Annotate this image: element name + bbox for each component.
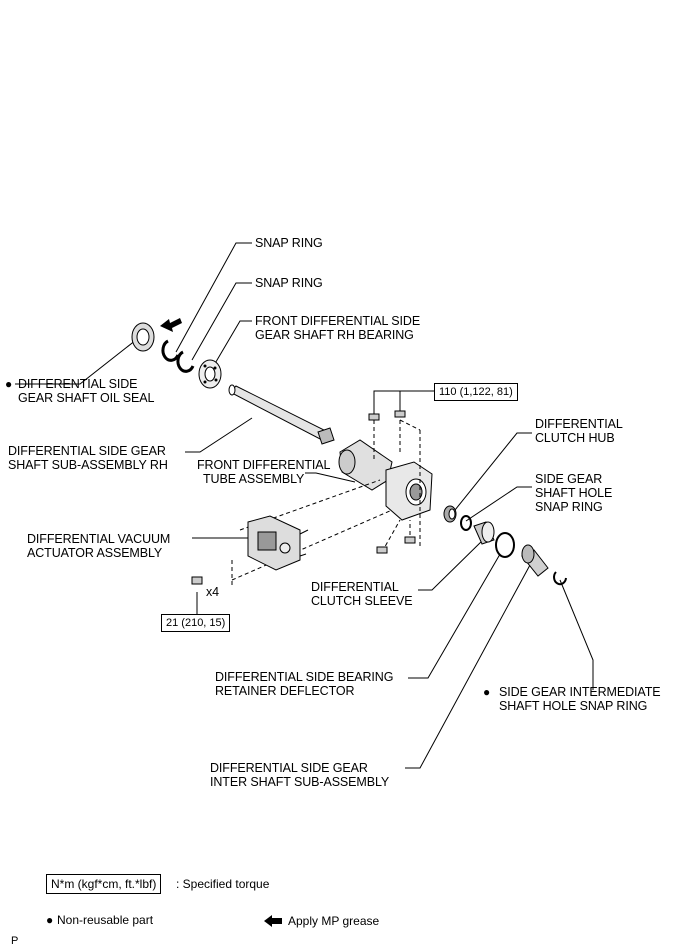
label-inter-shaft-1: DIFFERENTIAL SIDE GEAR — [210, 761, 368, 775]
label-inter-snap-1: SIDE GEAR INTERMEDIATE — [499, 685, 661, 699]
label-oil-seal-2: GEAR SHAFT OIL SEAL — [18, 391, 155, 405]
actuator-bolt-part — [191, 576, 203, 585]
label-shaft-1: DIFFERENTIAL SIDE GEAR — [8, 444, 166, 458]
label-tube-1: FRONT DIFFERENTIAL — [197, 458, 331, 472]
label-inter-snap-2: SHAFT HOLE SNAP RING — [499, 699, 648, 713]
label-tube-2: TUBE ASSEMBLY — [203, 472, 305, 486]
label-snap-ring-2: SNAP RING — [255, 276, 323, 290]
label-hole-snap-2: SHAFT HOLE — [535, 486, 613, 500]
inter-snap-ring-part — [553, 571, 567, 586]
actuator-part — [247, 515, 309, 571]
snap-ring-1-part — [161, 339, 180, 362]
legend-grease-arrow-icon — [264, 915, 282, 927]
label-actuator-2: ACTUATOR ASSEMBLY — [27, 546, 163, 560]
label-sleeve-2: CLUTCH SLEEVE — [311, 594, 413, 608]
torque-actuator-bolts: 21 (210, 15) — [161, 614, 231, 632]
deflector-part — [495, 532, 515, 558]
legend-non-reusable: Non-reusable part — [57, 913, 154, 927]
label-inter-shaft-2: INTER SHAFT SUB-ASSEMBLY — [210, 775, 390, 789]
label-clutch-hub-1: DIFFERENTIAL — [535, 417, 623, 431]
leader-lines — [15, 242, 594, 769]
bullet-inter-snap: ● — [483, 685, 491, 699]
footer-code: P — [11, 935, 19, 947]
torque-tube-bolts: 110 (1,122, 81) — [434, 383, 518, 401]
label-actuator-1: DIFFERENTIAL VACUUM — [27, 532, 171, 546]
label-snap-ring-1: SNAP RING — [255, 236, 323, 250]
clutch-sleeve-part — [473, 521, 495, 545]
label-hole-snap-3: SNAP RING — [535, 500, 603, 514]
rh-bearing-part — [198, 359, 222, 389]
bullet-oil-seal: ● — [5, 377, 13, 391]
oil-seal-part — [131, 322, 155, 352]
legend-bullet: ● — [46, 913, 54, 927]
clutch-hub-part — [443, 505, 457, 523]
label-oil-seal-1: DIFFERENTIAL SIDE — [18, 377, 138, 391]
label-sleeve-1: DIFFERENTIAL — [311, 580, 399, 594]
grease-arrow-icon — [160, 318, 182, 332]
label-clutch-hub-2: CLUTCH HUB — [535, 431, 615, 445]
label-shaft-2: SHAFT SUB-ASSEMBLY RH — [8, 458, 168, 472]
inter-shaft-part — [521, 544, 549, 577]
label-deflector-1: DIFFERENTIAL SIDE BEARING — [215, 670, 394, 684]
hole-snap-ring-part — [460, 515, 472, 531]
label-deflector-2: RETAINER DEFLECTOR — [215, 684, 355, 698]
legend-torque-box: N*m (kgf*cm, ft.*lbf) — [46, 874, 162, 894]
legend-torque-desc: : Specified torque — [176, 877, 270, 891]
tube-bolts — [368, 410, 416, 554]
legend-grease: Apply MP grease — [288, 914, 380, 928]
snap-ring-2-part — [176, 350, 195, 373]
side-gear-shaft-part — [228, 384, 335, 445]
tube-assembly-part — [338, 439, 433, 521]
label-rh-bearing-1: FRONT DIFFERENTIAL SIDE — [255, 314, 421, 328]
label-rh-bearing-2: GEAR SHAFT RH BEARING — [255, 328, 414, 342]
label-qty-x4: x4 — [206, 585, 220, 599]
label-hole-snap-1: SIDE GEAR — [535, 472, 603, 486]
